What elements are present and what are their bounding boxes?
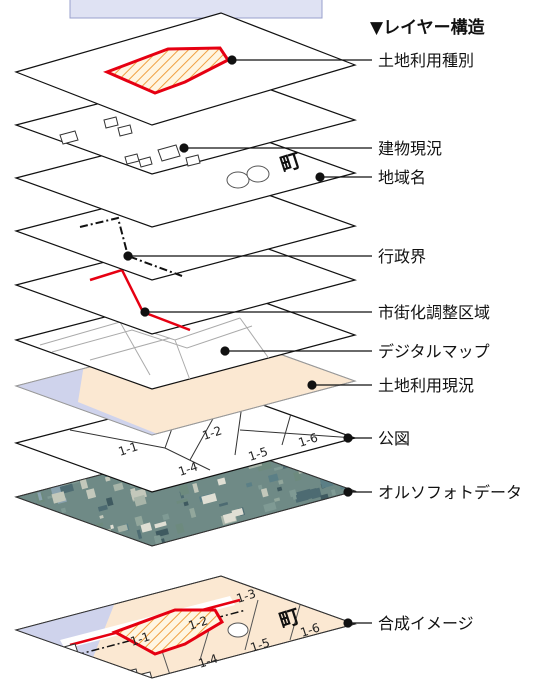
leader-buildings	[179, 143, 372, 153]
label-place-names: 地域名	[378, 168, 426, 187]
title-box-fragment	[69, 0, 323, 19]
leader-cadastral	[343, 433, 372, 443]
parcel-label-1-6: 1-6	[297, 430, 320, 449]
label-land-use-current: 土地利用現況	[378, 376, 474, 395]
label-land-use-type: 土地利用種別	[378, 51, 474, 70]
parcel-label-1-5: 1-5	[247, 444, 270, 463]
label-urbanization-area: 市街化調整区域	[378, 303, 490, 322]
label-digital-map: デジタルマップ	[378, 342, 490, 361]
diagram-title: ▼レイヤー構造	[370, 17, 486, 38]
leader-land-use-current	[307, 380, 372, 390]
leader-orthophoto	[343, 487, 372, 497]
leader-digital-map	[220, 346, 372, 356]
parcel-label-1-1: 1-1	[117, 439, 140, 458]
layer-land-use-type	[14, 12, 357, 126]
leader-place-names	[315, 172, 372, 182]
composite-parcel-1-1: 1-1	[129, 629, 152, 648]
label-buildings: 建物現況	[378, 139, 442, 158]
leader-land-use-type	[227, 55, 372, 65]
leader-composite	[343, 618, 372, 628]
composite-parcel-1-2: 1-2	[187, 613, 210, 632]
composite-parcel-1-4: 1-4	[197, 651, 220, 670]
composite-parcel-1-6: 1-6	[299, 620, 322, 639]
label-orthophoto: オルソフォトデータ	[378, 483, 522, 502]
parcel-label-1-2: 1-2	[201, 423, 224, 442]
label-admin-boundary: 行政界	[378, 247, 426, 266]
composite-parcel-1-5: 1-5	[249, 635, 272, 654]
composite-parcel-1-3: 1-3	[235, 586, 258, 605]
leader-admin-boundary	[123, 251, 372, 261]
label-composite: 合成イメージ	[378, 614, 474, 633]
layer-composite: 1-3 1-1 1-2 1-4 1-5 1-6 町	[14, 575, 357, 679]
leader-urbanization-area	[140, 307, 372, 317]
label-cadastral: 公図	[378, 429, 410, 448]
parcel-label-1-4: 1-4	[177, 459, 200, 478]
